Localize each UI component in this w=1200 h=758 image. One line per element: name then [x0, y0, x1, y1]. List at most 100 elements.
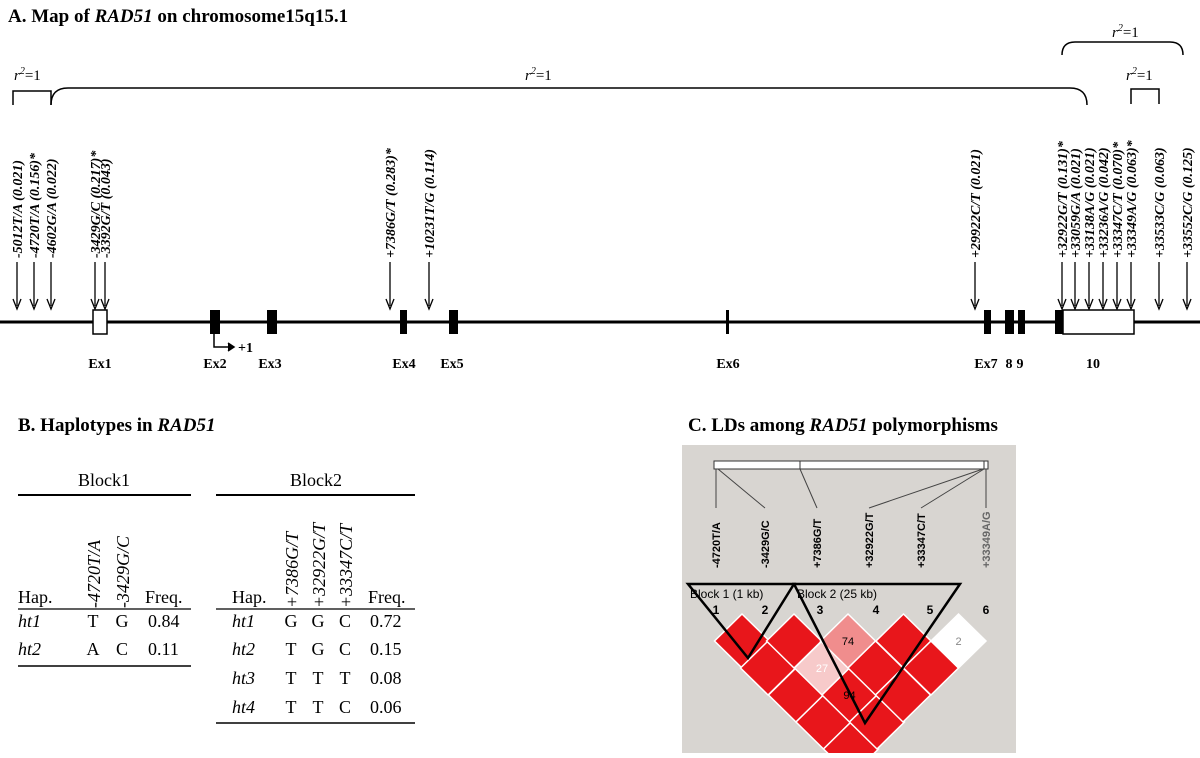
snp-label-text: +10231T/G (0.114) [423, 149, 438, 258]
snp-arrow-head-icon [100, 298, 110, 311]
snp-star: * [1056, 140, 1071, 148]
ld-bracket-3prime [1061, 41, 1184, 56]
snp-arrow-head-icon [1084, 298, 1094, 311]
snp-arrow-head-icon [1182, 298, 1192, 311]
snp-label-text: -4602G/A (0.022) [45, 158, 60, 258]
block2-freq-cell: 0.72 [370, 611, 402, 631]
snp-marker: -3392G/T (0.043) [99, 158, 114, 311]
snp-label: +33533C/G (0.063) [1153, 147, 1168, 258]
snp-arrow-head-icon [12, 298, 22, 311]
ld-marker-label: +33349A/G [981, 511, 993, 568]
block1-hap-cell: ht1 [18, 611, 41, 631]
snp-markers: -5012T/A (0.021)-4720T/A (0.156)*-4602G/… [11, 139, 1196, 311]
snp-marker: +33347C/T (0.070)* [1111, 141, 1126, 311]
ld-marker-label: -3429G/C [760, 520, 772, 568]
snp-label: +32922G/T (0.131)* [1056, 140, 1071, 258]
snp-marker: +7386G/T (0.283)* [384, 147, 399, 311]
snp-arrow-head-icon [1070, 298, 1080, 311]
snp-marker: +33533C/G (0.063) [1153, 147, 1168, 311]
snp-label: +33349A/G (0.063)* [1125, 139, 1140, 258]
snp-marker: +32922G/T (0.131)* [1056, 140, 1071, 311]
ld-marker-label: -4720T/A [711, 522, 723, 568]
snp-arrow-head-icon [1154, 298, 1164, 311]
snp-label: +33059G/A (0.021) [1069, 148, 1084, 258]
ld-marker-number: 6 [983, 603, 990, 617]
ld-cell [929, 612, 988, 670]
exon-10-utr-box [1062, 309, 1135, 335]
r2-label-3prime: r2=1 [1112, 23, 1139, 41]
snp-label-text: +33236A/G (0.042) [1097, 147, 1112, 258]
exon-label: Ex5 [440, 357, 463, 372]
snp-marker: -3429G/C (0.217)* [89, 150, 104, 311]
exon-6-box [726, 310, 729, 334]
exon-label: Ex6 [716, 357, 739, 372]
block2-hap-cell: ht1 [232, 611, 255, 631]
block1-allele-cell: G [116, 611, 129, 631]
block2-allele-cell: T [286, 668, 297, 688]
block2-allele-cell: G [312, 611, 325, 631]
snp-label: -3429G/C (0.217)* [89, 150, 104, 258]
exon-8-box [1005, 310, 1014, 334]
ld-marker-number: 5 [927, 603, 934, 617]
ld-block1-label: Block 1 (1 kb) [690, 587, 763, 601]
snp-label: -4602G/A (0.022) [45, 158, 60, 258]
exon-labels: Ex1 Ex2 Ex3 Ex4 Ex5 Ex6 Ex7 8 9 10 [88, 357, 1100, 372]
ld-block1-outline [685, 582, 797, 661]
snp-star: * [384, 147, 399, 155]
block2-freq-cell: 0.06 [370, 697, 402, 717]
ld-marker-number: 3 [817, 603, 824, 617]
block1-snp-header: -4720T/A [84, 539, 104, 608]
ld-marker-connectors [715, 468, 987, 509]
block2-title: Block2 [290, 470, 342, 490]
snp-label: +29922C/T (0.021) [969, 149, 984, 258]
exon-10-coding-box [1055, 310, 1063, 334]
snp-star: * [1125, 139, 1140, 147]
snp-label-text: -4720T/A (0.156) [28, 160, 43, 258]
exon-label: Ex4 [392, 357, 415, 372]
exon-label: 9 [1017, 357, 1024, 372]
block2-allele-cell: G [312, 639, 325, 659]
snp-arrow-head-icon [385, 298, 395, 311]
block1-allele-cell: C [116, 639, 128, 659]
snp-label-text: -5012T/A (0.021) [11, 160, 26, 258]
block2-allele-cell: C [339, 639, 351, 659]
snp-marker: +33059G/A (0.021) [1069, 148, 1084, 311]
block1-allele-cell: A [87, 639, 100, 659]
snp-label: +33138A/G (0.021) [1083, 147, 1098, 258]
block1-hap-cell: ht2 [18, 639, 41, 659]
snp-marker: +33552C/G (0.125) [1181, 147, 1196, 311]
block1-freq-header: Freq. [145, 587, 183, 607]
snp-marker: +33236A/G (0.042) [1097, 147, 1112, 311]
exon-label: 8 [1006, 357, 1013, 372]
ld-cell-value: 2 [955, 636, 961, 648]
snp-label-text: +33349A/G (0.063) [1125, 147, 1140, 258]
block2-allele-cell: T [286, 639, 297, 659]
snp-marker: -4720T/A (0.156)* [28, 152, 43, 311]
block2-hap-cell: ht4 [232, 697, 255, 717]
block2-allele-cell: T [340, 668, 351, 688]
block2-freq-cell: 0.15 [370, 639, 402, 659]
block2-snp-header: +33347C/T [336, 522, 356, 608]
block2-allele-cell: C [339, 697, 351, 717]
snp-star: * [89, 150, 104, 158]
snp-marker: +33349A/G (0.063)* [1125, 139, 1140, 311]
ld-gene-bar [713, 460, 989, 470]
snp-label-text: -3392G/T (0.043) [99, 158, 114, 258]
exon-label: 10 [1086, 357, 1100, 372]
exon-label: Ex7 [974, 357, 997, 372]
snp-marker: +29922C/T (0.021) [969, 149, 984, 311]
ld-marker-number: 2 [762, 603, 769, 617]
exon-5-box [449, 310, 458, 334]
ld-cell-value: 74 [842, 636, 854, 648]
block2-snp-header: +32922G/T [309, 521, 329, 608]
exon-label: Ex2 [203, 357, 226, 372]
snp-marker: +10231T/G (0.114) [423, 149, 438, 311]
panel-b-title: B. Haplotypes in RAD51 [18, 415, 215, 436]
block2-allele-cell: C [339, 611, 351, 631]
exon-2-box [210, 310, 220, 334]
block2-snp-header: +7386G/T [282, 530, 302, 608]
ld-bracket-main [50, 87, 1088, 106]
snp-label-text: +32922G/T (0.131) [1056, 148, 1071, 258]
